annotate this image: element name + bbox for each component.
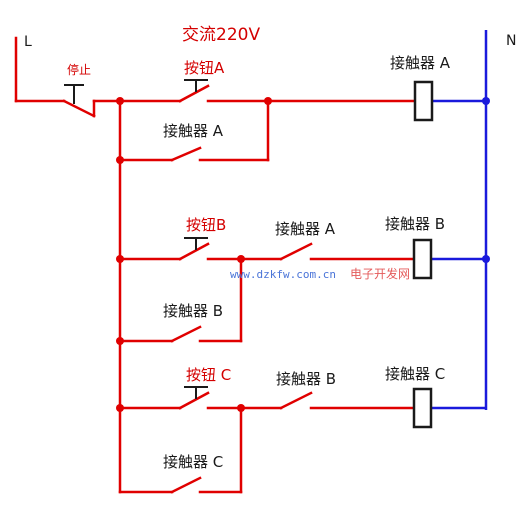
coil-a-label: 接触器 A [390, 54, 451, 72]
button-a-contact [178, 84, 210, 103]
watermark-url: www.dzkfw.com.cn [230, 268, 336, 281]
button-b-label: 按钮B [186, 216, 226, 234]
button-actuators [64, 79, 208, 399]
button-c-label: 按钮 C [186, 366, 231, 384]
button-c-contact [178, 391, 210, 410]
phase-junctions [116, 97, 272, 412]
junction-dot [116, 97, 124, 105]
button-a-actuator-icon [184, 79, 208, 92]
hold-b-contact [170, 325, 202, 343]
junction-dot [237, 255, 245, 263]
stop-contact [62, 99, 96, 118]
phase-wiring [14, 36, 417, 494]
neutral-wiring [431, 30, 488, 410]
neutral-junctions [482, 97, 490, 263]
interlock-b-label: 接触器 B [276, 370, 336, 388]
line-label: L [24, 34, 32, 50]
button-c-actuator-icon [184, 386, 208, 399]
junction-dot [237, 404, 245, 412]
button-b-contact [178, 242, 210, 261]
hold-a-label: 接触器 A [163, 122, 224, 140]
neutral-label: N [506, 33, 516, 49]
button-a-label: 按钮A [184, 59, 225, 77]
interlock-a-contact [279, 242, 313, 261]
stop-button-actuator-icon [64, 84, 84, 104]
junction-dot [264, 97, 272, 105]
watermark-name: 电子开发网 [350, 266, 410, 281]
interlock-a-label: 接触器 A [275, 220, 336, 238]
hold-b-label: 接触器 B [163, 302, 223, 320]
stop-button-label: 停止 [67, 62, 91, 77]
junction-dot [116, 337, 124, 345]
junction-dot [116, 404, 124, 412]
coil-c-icon [412, 387, 433, 429]
junction-dot [482, 255, 490, 263]
coil-b-icon [412, 238, 433, 280]
coil-c-label: 接触器 C [385, 365, 445, 383]
interlock-b-contact [279, 391, 313, 410]
coils [412, 80, 434, 429]
junction-dot [482, 97, 490, 105]
hold-a-contact [170, 146, 202, 162]
title: 交流220V [182, 25, 260, 45]
button-b-actuator-icon [184, 237, 208, 250]
hold-c-label: 接触器 C [163, 453, 223, 471]
junction-dot [116, 156, 124, 164]
hold-c-contact [170, 476, 202, 494]
junction-dot [116, 255, 124, 263]
coil-b-label: 接触器 B [385, 215, 445, 233]
coil-a-icon [413, 80, 434, 122]
